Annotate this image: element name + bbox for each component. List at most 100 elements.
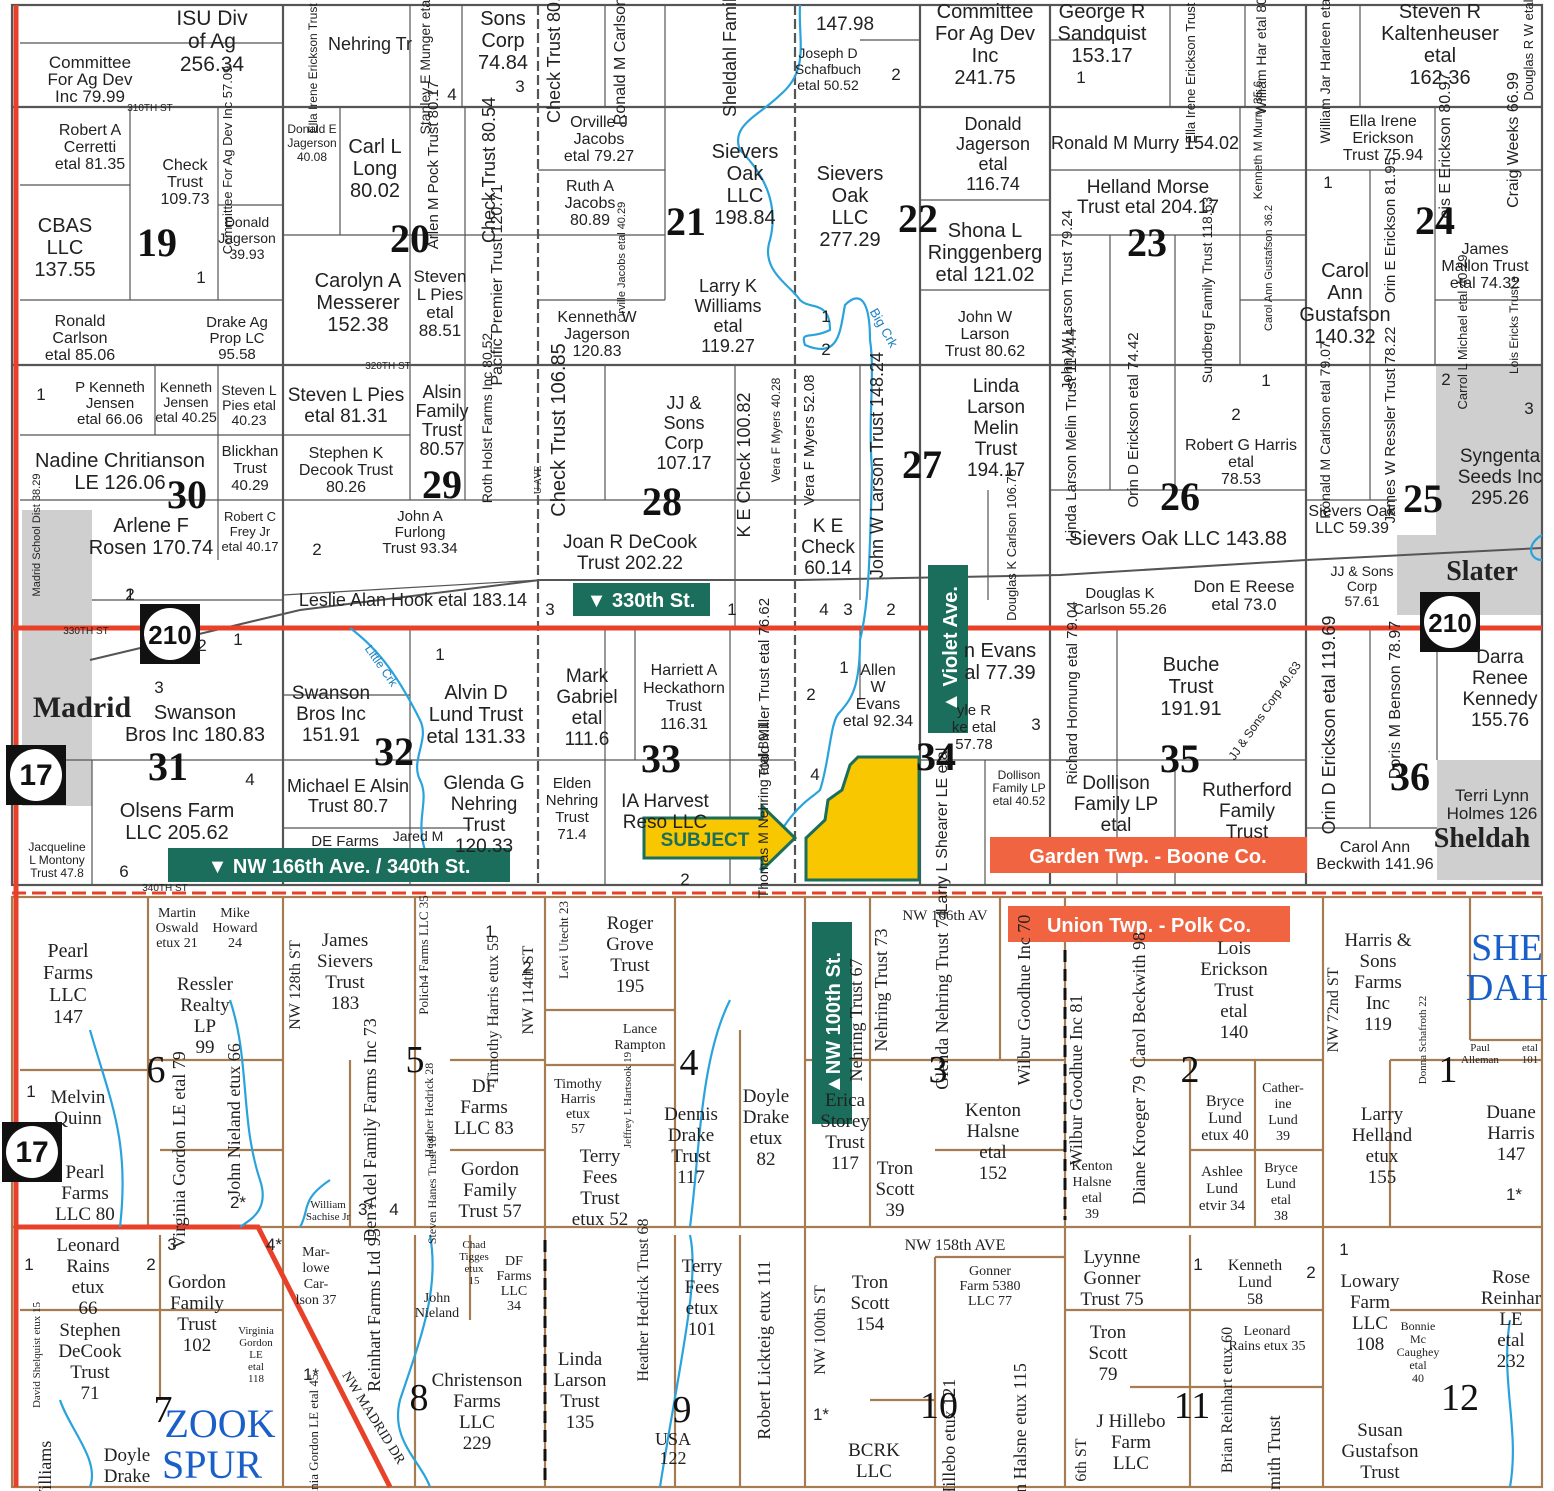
section-number: 27 [902, 442, 942, 487]
town-sheldahl-2b: DAH [1466, 967, 1548, 1009]
parcel-label-vertical: John W Larson Trust 148.24 [867, 352, 887, 578]
plat-number: 1* [303, 1365, 319, 1384]
town-madrid: Madrid [33, 691, 132, 724]
plat-number: 4* [266, 1235, 282, 1254]
subject-label[interactable]: SUBJECT [642, 802, 798, 874]
parcel-label-vertical: Orin E Erickson 81.95 [1382, 157, 1399, 303]
parcel-label-vertical: Linda Larson Melin Trust 114.44 [1063, 328, 1080, 541]
parcel-label-vertical: Richard Hornung etal 79.04 [1064, 601, 1081, 784]
st-nw100: NW 100th ST [812, 1285, 829, 1375]
boone-parcel-lines [20, 5, 1542, 885]
plat-number: 2 [146, 1255, 155, 1274]
plat-number: 1 [839, 658, 848, 677]
plat-number: 2 [821, 340, 830, 359]
parcel-label-vertical: William Har etal 80.4 [1253, 0, 1269, 115]
parcel-label-vertical: John Nieland etux 66 [224, 1043, 244, 1196]
badge-330th-text: ▼ 330th St. [587, 590, 696, 612]
parcel-label-vertical: Den Adel Family Farms Inc 73 [360, 1018, 380, 1241]
plat-number: 1* [813, 1405, 829, 1424]
badge-garden-twp-text: Garden Twp. - Boone Co. [1029, 846, 1266, 868]
section-number: 8 [410, 1377, 429, 1419]
plat-number: 2 [886, 600, 895, 619]
parcel-label: Ronald M Murry 154.02 [1051, 133, 1239, 153]
plat-number: 1 [1076, 68, 1085, 87]
parcel-label-vertical: Reinhart Farms Ltd 95 [364, 1228, 384, 1391]
parcel-label-vertical: Douglas R W etal [1521, 0, 1536, 101]
parcel-label-vertical: Nehring Trust 73 [871, 928, 891, 1051]
parcel-label-vertical: Heather Hedrick 28 [422, 1063, 436, 1158]
plat-number: 6 [119, 862, 128, 881]
highway-shield-17: 17 [2, 1122, 62, 1182]
town-zook-spur-1: ZOOK [164, 1401, 275, 1446]
parcel-label-vertical: Check Trust 80.8 [544, 0, 564, 123]
parcel-label-vertical: Wilbur Goodhue Inc 81 [1066, 995, 1086, 1166]
badge-nw100-text: ▲NW 100th St. [823, 952, 845, 1094]
plat-number: 3* [358, 1200, 374, 1219]
section-number: 36 [1390, 754, 1430, 799]
parcel-label-vertical: Ella Irene Erickson Trust 77.98 [1183, 0, 1198, 144]
parcel-label-vertical: Craig Weeks 66.99 [1505, 72, 1522, 208]
highway-shield-210: 210 [1420, 592, 1480, 652]
section-number: 22 [898, 196, 938, 241]
section-number: 7 [154, 1389, 173, 1431]
parcel-label-vertical: Sundberg Family Trust 118.63 [1199, 197, 1215, 384]
badge-union-twp: Union Twp. - Polk Co. [1008, 906, 1290, 942]
parcel-label-vertical: Roth Holst Farms Inc 80.52 [479, 333, 495, 504]
parcel-label-vertical: Glenda Nehring Trust 74 [932, 910, 952, 1090]
parcel-label-vertical: Donna Schafroth 22 [1417, 996, 1429, 1085]
plat-number: 2 [522, 958, 531, 977]
parcel-label-vertical: K E Check 100.82 [734, 392, 754, 537]
parcel-label: 147.98 [816, 14, 874, 35]
parcel-label-vertical: Brian Reinhart etux 60 [1219, 1327, 1236, 1473]
sheldahl-town-area [1437, 760, 1542, 880]
plat-number: 1 [1261, 371, 1270, 390]
plat-number: 2 [1441, 370, 1450, 389]
st-nw128: NW 128th ST [287, 940, 304, 1030]
subject-parcel[interactable] [804, 755, 921, 882]
plat-number: 1 [26, 1082, 35, 1101]
section-number: 25 [1403, 476, 1443, 521]
parcel-label-vertical: Wilbur Goodhue Inc 70 [1014, 915, 1034, 1086]
plat-number: 2 [197, 636, 206, 655]
plat-number: 2 [680, 870, 689, 889]
st-nw158: NW 158th AVE [905, 1237, 1006, 1254]
plat-number: 1 [1193, 1255, 1202, 1274]
parcel-label-vertical: James W Ressler Trust 78.22 [1382, 327, 1399, 524]
plat-number: 2 [125, 585, 134, 604]
parcel-label: DE Farms [311, 833, 379, 850]
plat-number: 4 [810, 765, 819, 784]
st-nw72: NW 72nd ST [1325, 967, 1342, 1052]
